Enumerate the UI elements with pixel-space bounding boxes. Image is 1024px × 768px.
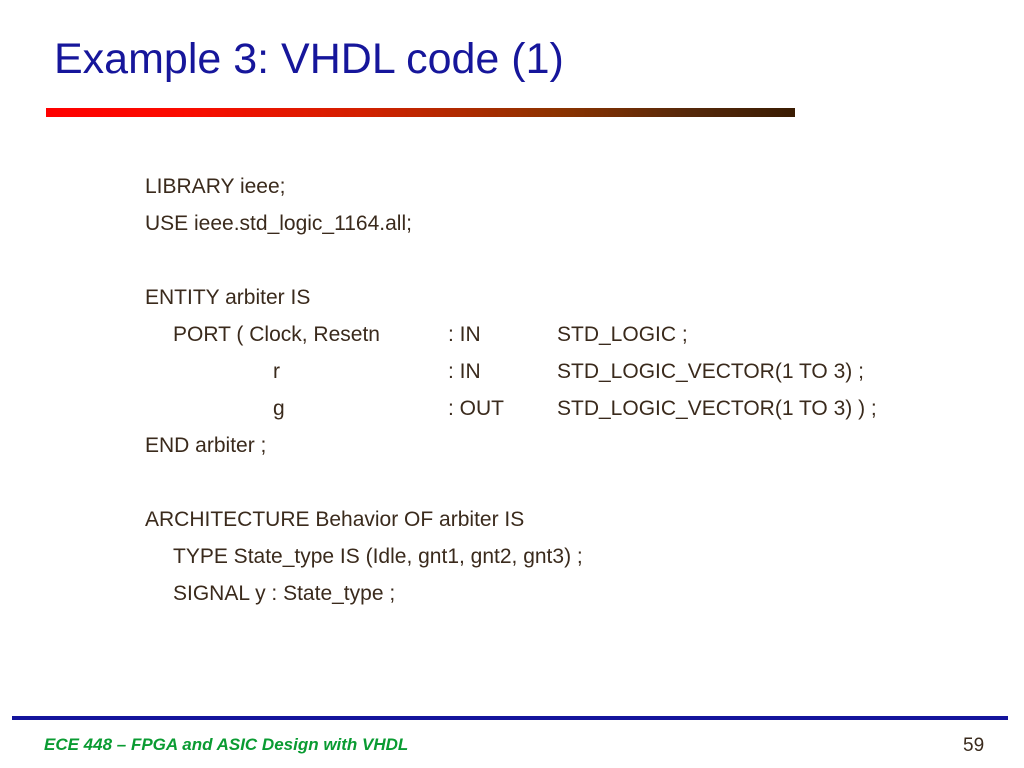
code-line-use: USE ieee.std_logic_1164.all; [145,212,412,235]
code-line-architecture: ARCHITECTURE Behavior OF arbiter IS [145,508,525,531]
port-row: PORT ( Clock, Resetn : IN STD_LOGIC ; [145,316,1005,353]
footer-page-number: 59 [963,735,985,756]
code-line-blank-2 [145,464,1005,501]
code-line-blank-1 [145,242,1005,279]
port-name: g [273,397,285,420]
page-title: Example 3: VHDL code (1) [54,35,564,83]
port-name: PORT ( Clock, Resetn [173,323,380,346]
code-line-signal-declaration: SIGNAL y : State_type ; [173,582,396,605]
port-row: r : IN STD_LOGIC_VECTOR(1 TO 3) ; [145,353,1005,390]
port-direction: : OUT [448,397,504,420]
code-line-end-entity: END arbiter ; [145,434,267,457]
port-type: STD_LOGIC_VECTOR(1 TO 3) ) ; [557,397,877,420]
port-type: STD_LOGIC ; [557,323,688,346]
title-underline-gradient-bar [46,108,795,117]
port-row: g : OUT STD_LOGIC_VECTOR(1 TO 3) ) ; [145,390,1005,427]
port-direction: : IN [448,323,481,346]
code-line-library: LIBRARY ieee; [145,175,286,198]
port-type: STD_LOGIC_VECTOR(1 TO 3) ; [557,360,864,383]
code-line-entity: ENTITY arbiter IS [145,286,311,309]
code-line-type-declaration: TYPE State_type IS (Idle, gnt1, gnt2, gn… [173,545,583,568]
footer-course-label: ECE 448 – FPGA and ASIC Design with VHDL [44,735,409,754]
port-name: r [273,360,280,383]
vhdl-code-block: LIBRARY ieee; USE ieee.std_logic_1164.al… [145,168,1005,612]
footer-divider [12,716,1008,720]
port-direction: : IN [448,360,481,383]
